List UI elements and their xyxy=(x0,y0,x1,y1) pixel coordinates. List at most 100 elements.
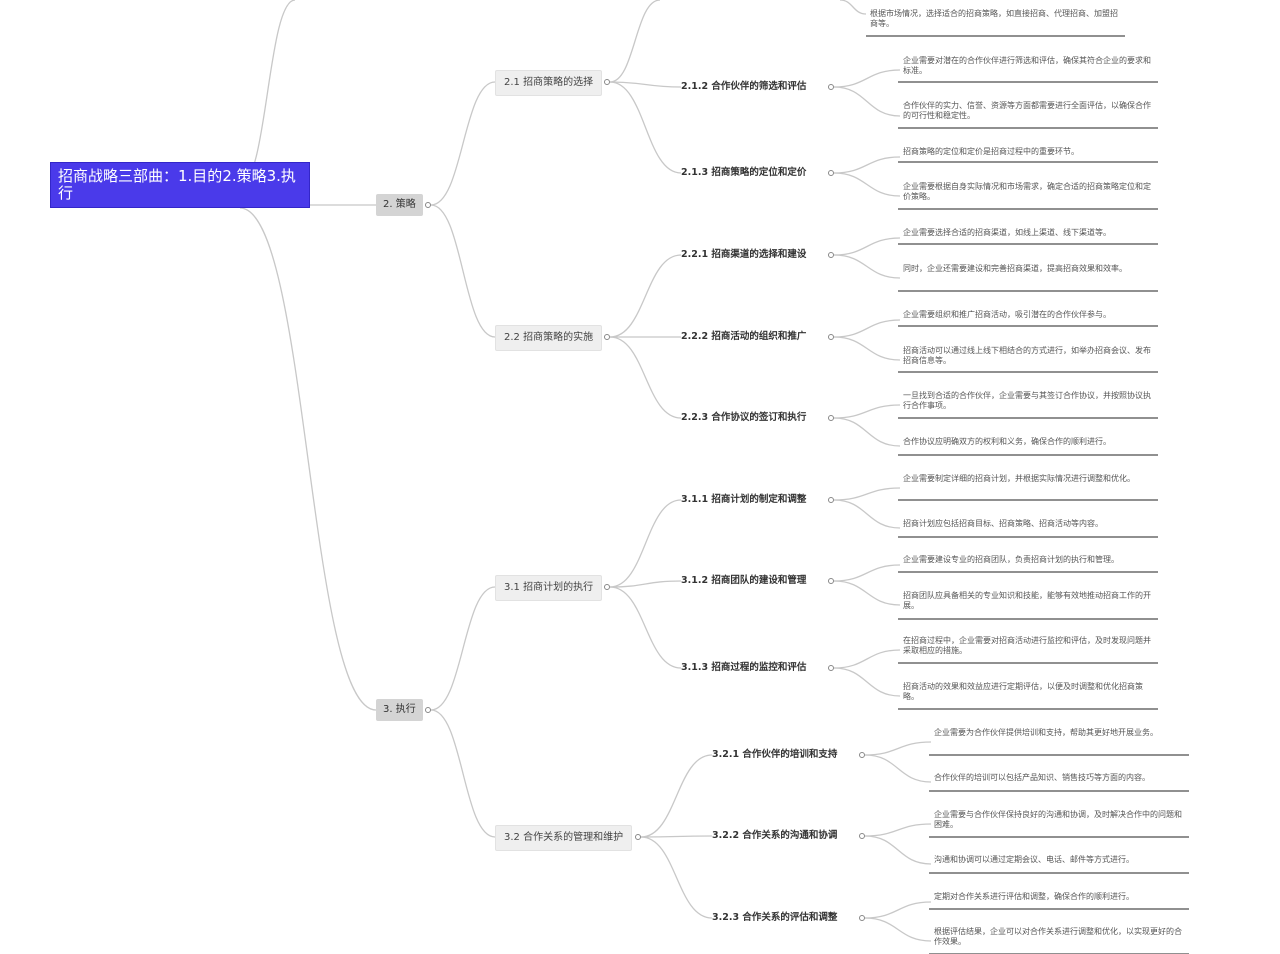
connector-line xyxy=(430,204,496,338)
connector-line xyxy=(609,586,682,669)
collapse-toggle[interactable] xyxy=(604,334,610,340)
connector-line xyxy=(609,81,682,88)
connector-line xyxy=(833,319,901,338)
connector-line xyxy=(833,499,901,529)
collapse-toggle[interactable] xyxy=(828,252,834,258)
collapse-toggle[interactable] xyxy=(828,84,834,90)
connector-line xyxy=(430,709,496,838)
collapse-toggle[interactable] xyxy=(828,665,834,671)
topic-node[interactable]: 2.2.1 招商渠道的选择和建设 xyxy=(681,249,807,260)
connector-line xyxy=(833,404,901,419)
leaf-note: 企业需要制定详细的招商计划，并根据实际情况进行调整和优化。 xyxy=(903,474,1135,483)
leaf-note: 企业需要选择合适的招商渠道，如线上渠道、线下渠道等。 xyxy=(903,228,1111,237)
connector-line xyxy=(430,586,496,711)
topic-node[interactable]: 3.1.1 招商计划的制定和调整 xyxy=(681,494,807,505)
collapse-toggle[interactable] xyxy=(828,578,834,584)
connector-line xyxy=(833,649,901,669)
topic-node[interactable]: 2.2.3 合作协议的签订和执行 xyxy=(681,412,807,423)
connector-line xyxy=(864,754,932,783)
connector-line xyxy=(609,499,682,588)
connector-line xyxy=(430,81,496,206)
group-node-2-1[interactable]: 2.1 招商策略的选择 xyxy=(495,70,603,96)
collapse-toggle[interactable] xyxy=(828,497,834,503)
leaf-note: 同时，企业还需要建设和完善招商渠道，提高招商效果和效率。 xyxy=(903,264,1127,273)
connector-line xyxy=(833,564,901,582)
connector-line xyxy=(833,417,901,447)
leaf-note: 在招商过程中，企业需要对招商活动进行监控和评估，及时发现问题并采取相应的措施。 xyxy=(903,636,1151,655)
collapse-toggle[interactable] xyxy=(859,833,865,839)
root-node[interactable]: 招商战略三部曲：1.目的2.策略3.执行 xyxy=(50,162,310,208)
connector-line xyxy=(833,487,901,501)
connector-line xyxy=(864,835,932,865)
connector-line xyxy=(839,0,867,15)
leaf-note: 定期对合作关系进行评估和调整，确保合作的顺利进行。 xyxy=(934,892,1134,901)
connector-line xyxy=(609,336,682,419)
connector-line xyxy=(833,172,901,197)
leaf-note: 企业需要对潜在的合作伙伴进行筛选和评估，确保其符合企业的要求和标准。 xyxy=(903,56,1151,75)
topic-node[interactable]: 3.2.1 合作伙伴的培训和支持 xyxy=(712,749,838,760)
leaf-note: 招商团队应具备相关的专业知识和技能，能够有效地推动招商工作的开展。 xyxy=(903,591,1151,610)
collapse-toggle[interactable] xyxy=(859,752,865,758)
connector-line xyxy=(833,336,901,361)
leaf-note: 企业需要建设专业的招商团队，负责招商计划的执行和管理。 xyxy=(903,555,1119,564)
collapse-toggle[interactable] xyxy=(635,834,641,840)
collapse-toggle[interactable] xyxy=(425,202,431,208)
connector-line xyxy=(864,823,932,837)
collapse-toggle[interactable] xyxy=(828,334,834,340)
connector-line xyxy=(239,0,296,186)
collapse-toggle[interactable] xyxy=(828,415,834,421)
topic-node[interactable]: 2.1.2 合作伙伴的筛选和评估 xyxy=(681,81,807,92)
leaf-note: 招商活动的效果和效益应进行定期评估，以便及时调整和优化招商策略。 xyxy=(903,682,1143,701)
connector-line xyxy=(640,836,713,919)
connector-line xyxy=(609,254,682,338)
group-node-3-2[interactable]: 3.2 合作关系的管理和维护 xyxy=(495,825,633,851)
collapse-toggle[interactable] xyxy=(425,707,431,713)
connector-line xyxy=(833,254,901,279)
topic-node[interactable]: 3.1.2 招商团队的建设和管理 xyxy=(681,575,807,586)
leaf-note: 招商计划应包括招商目标、招商策略、招商活动等内容。 xyxy=(903,519,1103,528)
leaf-note: 企业需要与合作伙伴保持良好的沟通和协调，及时解决合作中的问题和困难。 xyxy=(934,810,1182,829)
connector-line xyxy=(640,835,713,838)
group-node-2-2[interactable]: 2.2 招商策略的实施 xyxy=(495,325,603,351)
topic-node[interactable]: 3.2.3 合作关系的评估和调整 xyxy=(712,912,838,923)
leaf-note: 招商策略的定位和定价是招商过程中的重要环节。 xyxy=(903,147,1079,156)
connector-line xyxy=(864,741,932,756)
leaf-note: 企业需要组织和推广招商活动，吸引潜在的合作伙伴参与。 xyxy=(903,310,1111,319)
topic-node[interactable]: 2.2.2 招商活动的组织和推广 xyxy=(681,331,807,342)
leaf-note: 合作伙伴的培训可以包括产品知识、销售技巧等方面的内容。 xyxy=(934,773,1150,782)
connector-line xyxy=(833,580,901,606)
connector-line xyxy=(833,156,901,174)
leaf-note: 一旦找到合适的合作伙伴，企业需要与其签订合作协议，并按照协议执行合作事项。 xyxy=(903,391,1151,410)
leaf-note: 沟通和协调可以通过定期会议、电话、邮件等方式进行。 xyxy=(934,855,1134,864)
topic-node[interactable]: 3.1.3 招商过程的监控和评估 xyxy=(681,662,807,673)
leaf-note: 根据市场情况，选择适合的招商策略，如直接招商、代理招商、加盟招商等。 xyxy=(870,9,1118,28)
collapse-toggle[interactable] xyxy=(859,915,865,921)
leaf-note: 根据评估结果，企业可以对合作关系进行调整和优化，以实现更好的合作效果。 xyxy=(934,927,1182,946)
leaf-note: 招商活动可以通过线上线下相结合的方式进行，如举办招商会议、发布招商信息等。 xyxy=(903,346,1151,365)
group-node-3-1[interactable]: 3.1 招商计划的执行 xyxy=(495,575,603,601)
collapse-toggle[interactable] xyxy=(604,584,610,590)
branch-node-strategy[interactable]: 2. 策略 xyxy=(376,194,423,216)
topic-node[interactable]: 2.1.3 招商策略的定位和定价 xyxy=(681,167,807,178)
connector-line xyxy=(239,207,377,711)
connector-line xyxy=(609,580,682,588)
connector-line xyxy=(609,0,661,83)
connector-line xyxy=(864,917,932,942)
leaf-note: 合作协议应明确双方的权利和义务，确保合作的顺利进行。 xyxy=(903,437,1111,446)
leaf-note: 合作伙伴的实力、信誉、资源等方面都需要进行全面评估，以确保合作的可行性和稳定性。 xyxy=(903,101,1151,120)
connector-line xyxy=(833,69,901,88)
collapse-toggle[interactable] xyxy=(604,79,610,85)
leaf-note: 企业需要为合作伙伴提供培训和支持，帮助其更好地开展业务。 xyxy=(934,728,1158,737)
branch-node-execution[interactable]: 3. 执行 xyxy=(376,699,423,721)
connector-line xyxy=(864,901,932,919)
connector-line xyxy=(640,754,713,838)
connector-line xyxy=(609,81,682,174)
topic-node[interactable]: 3.2.2 合作关系的沟通和协调 xyxy=(712,830,838,841)
collapse-toggle[interactable] xyxy=(828,170,834,176)
leaf-note: 企业需要根据自身实际情况和市场需求，确定合适的招商策略定位和定价策略。 xyxy=(903,182,1151,201)
connector-line xyxy=(833,86,901,117)
connector-line xyxy=(833,667,901,697)
connector-line xyxy=(833,237,901,256)
